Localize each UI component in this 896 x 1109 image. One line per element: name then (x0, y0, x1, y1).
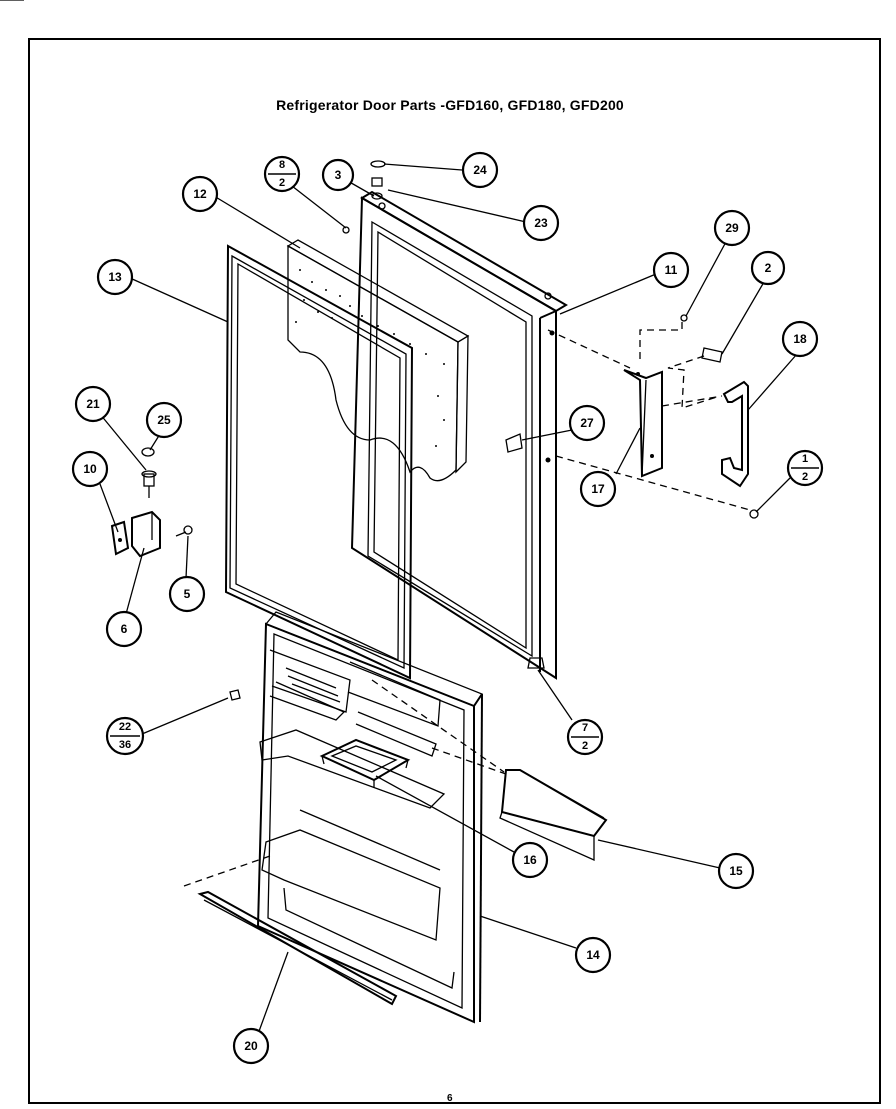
svg-text:18: 18 (793, 332, 807, 346)
fraction-callout-22-36: 22 36 (105, 716, 145, 756)
page-number: 6 (447, 1093, 453, 1104)
door-handle (661, 380, 749, 488)
leader-lines (0, 0, 798, 1035)
callout-17: 17 (579, 470, 617, 508)
svg-text:6: 6 (121, 622, 128, 636)
svg-text:3: 3 (335, 168, 342, 182)
svg-text:17: 17 (591, 482, 605, 496)
svg-text:11: 11 (665, 263, 678, 277)
callout-16: 16 (511, 841, 549, 879)
fraction-callout-7-2: 7 2 (566, 718, 604, 756)
svg-text:24: 24 (473, 163, 487, 177)
callout-20: 20 (232, 1027, 270, 1065)
svg-text:12: 12 (193, 187, 207, 201)
door-gasket (224, 244, 414, 680)
outer-door-panel (350, 190, 568, 680)
svg-text:16: 16 (523, 853, 537, 867)
callout-5: 5 (168, 575, 206, 613)
hinge-assembly (110, 447, 241, 701)
callout-3: 3 (321, 158, 355, 192)
svg-text:15: 15 (729, 864, 743, 878)
svg-text:21: 21 (86, 397, 100, 411)
screw-and-plate (639, 314, 759, 519)
callout-27: 27 (568, 404, 606, 442)
callout-23: 23 (522, 204, 560, 242)
butter-tray (319, 738, 411, 788)
callout-21: 21 (74, 385, 112, 423)
fraction-callout-8-2: 8 2 (263, 155, 301, 193)
svg-text:8: 8 (279, 159, 285, 171)
svg-text:13: 13 (108, 270, 122, 284)
callout-29: 29 (713, 209, 751, 247)
bottom-trim (183, 855, 398, 1006)
svg-text:25: 25 (157, 413, 171, 427)
callout-15: 15 (717, 852, 755, 890)
door-liner (256, 611, 483, 1024)
callout-24: 24 (461, 151, 499, 189)
svg-text:5: 5 (184, 587, 191, 601)
callout-13: 13 (96, 258, 134, 296)
callout-25: 25 (145, 401, 183, 439)
svg-text:1: 1 (802, 453, 808, 465)
svg-text:2: 2 (582, 740, 588, 752)
handle-bracket (547, 329, 751, 511)
svg-text:14: 14 (586, 948, 600, 962)
svg-text:36: 36 (119, 739, 131, 751)
fraction-callout-1-2: 1 2 (786, 449, 824, 487)
door-insulation (286, 239, 470, 482)
shelf-rail (371, 679, 608, 862)
callout-6: 6 (105, 610, 143, 648)
svg-text:27: 27 (580, 416, 594, 430)
svg-text:7: 7 (582, 722, 588, 734)
callout-11: 11 (652, 251, 690, 289)
diagram-title: Refrigerator Door Parts -GFD160, GFD180,… (276, 97, 624, 113)
callout-10: 10 (71, 450, 109, 488)
callout-18: 18 (781, 320, 819, 358)
svg-text:23: 23 (534, 216, 548, 230)
callout-14: 14 (574, 936, 612, 974)
svg-text:2: 2 (802, 471, 808, 483)
svg-text:2: 2 (765, 261, 772, 275)
svg-text:22: 22 (119, 721, 131, 733)
svg-text:20: 20 (244, 1039, 258, 1053)
svg-text:10: 10 (83, 462, 97, 476)
callout-2: 2 (750, 250, 786, 286)
top-hardware (342, 160, 545, 669)
callout-12: 12 (181, 175, 219, 213)
svg-text:2: 2 (279, 177, 285, 189)
svg-text:29: 29 (725, 221, 739, 235)
